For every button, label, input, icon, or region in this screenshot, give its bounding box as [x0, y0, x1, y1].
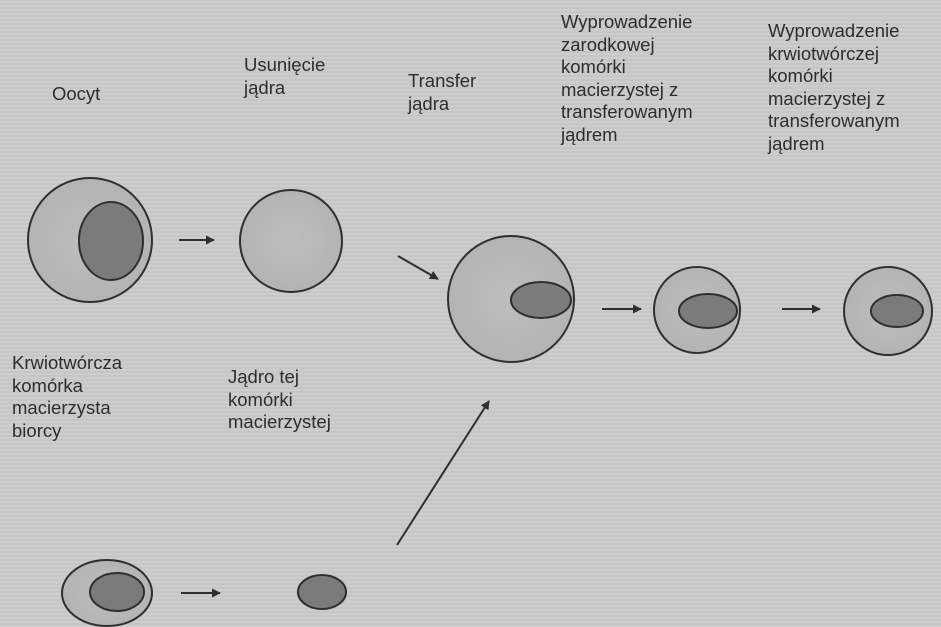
embryonic-stem-cell-nucleus	[679, 294, 737, 328]
enucleated-oocyte-cell	[240, 190, 342, 292]
label-enucleation: Usunięcie jądra	[244, 54, 325, 99]
embryonic-stem-cell	[654, 267, 740, 353]
oocyte-nucleus	[79, 202, 143, 280]
isolated-nucleus	[298, 575, 346, 609]
arrow-nucleus-to-transfer	[397, 401, 489, 545]
label-nuclear-transfer: Transfer jądra	[408, 70, 476, 115]
oocyte-cell	[28, 178, 152, 302]
transferred-nucleus	[511, 282, 571, 318]
hematopoietic-stem-cell-nucleus	[871, 295, 923, 327]
label-hematopoietic-stem-cell-derivation: Wyprowadzenie krwiotwórczej komórki maci…	[768, 20, 900, 155]
label-stem-cell-nucleus: Jądro tej komórki macierzystej	[228, 366, 331, 434]
label-oocyte: Oocyt	[52, 83, 100, 106]
label-embryonic-stem-cell-derivation: Wyprowadzenie zarodkowej komórki macierz…	[561, 11, 693, 146]
label-recipient-stem-cell: Krwiotwórcza komórka macierzysta biorcy	[12, 352, 122, 442]
recipient-stem-cell-nucleus	[90, 573, 144, 611]
arrow-enucleated-to-transfer	[398, 256, 438, 279]
recipient-stem-cell	[62, 560, 152, 626]
transferred-cell	[448, 236, 574, 362]
hematopoietic-stem-cell	[844, 267, 932, 355]
